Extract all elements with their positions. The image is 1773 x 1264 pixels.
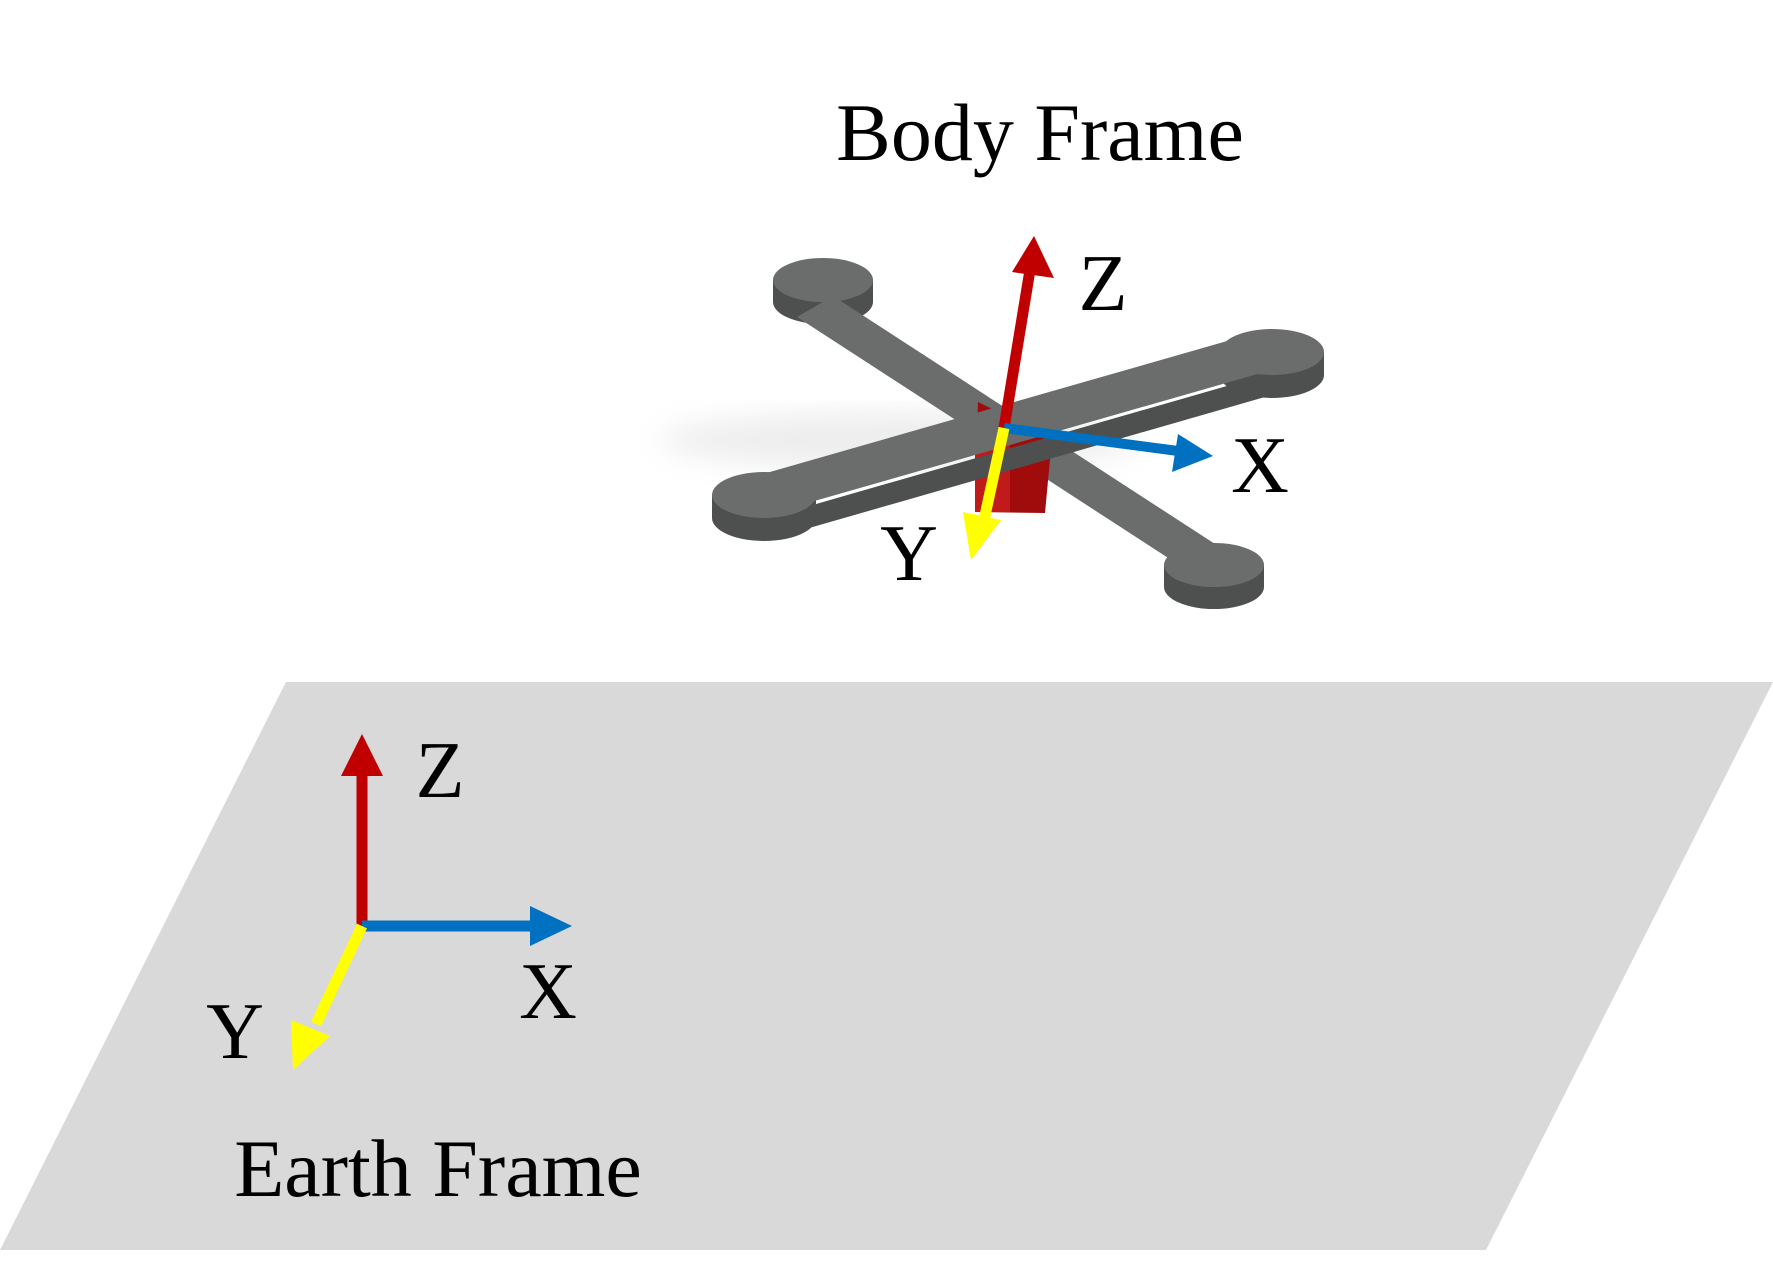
earth-z-arrowhead xyxy=(341,734,383,776)
earth-y-axis xyxy=(311,923,367,1027)
earth-z-label: Z xyxy=(416,727,465,815)
quad-arm-b xyxy=(712,329,1324,541)
body-frame-title: Body Frame xyxy=(836,87,1244,178)
earth-x-label: X xyxy=(519,948,577,1036)
body-x-axis xyxy=(1003,423,1179,456)
earth-y-arrowhead xyxy=(291,1020,330,1070)
body-z-arrowhead xyxy=(1012,236,1054,278)
body-x-arrowhead xyxy=(1172,434,1213,472)
body-axes xyxy=(963,236,1213,560)
body-y-axis xyxy=(978,426,1010,522)
body-y-label: Y xyxy=(880,510,938,598)
earth-frame-title: Earth Frame xyxy=(234,1123,642,1214)
body-z-axis xyxy=(998,269,1036,429)
earth-x-arrowhead xyxy=(530,906,572,946)
body-y-arrowhead xyxy=(963,512,1001,560)
earth-axes xyxy=(291,734,572,1070)
quadcopter-frame-icon xyxy=(660,258,1324,609)
earth-y-label: Y xyxy=(206,988,264,1076)
body-x-label: X xyxy=(1231,422,1289,510)
body-z-label: Z xyxy=(1079,240,1128,328)
ground-plane xyxy=(0,682,1773,1250)
